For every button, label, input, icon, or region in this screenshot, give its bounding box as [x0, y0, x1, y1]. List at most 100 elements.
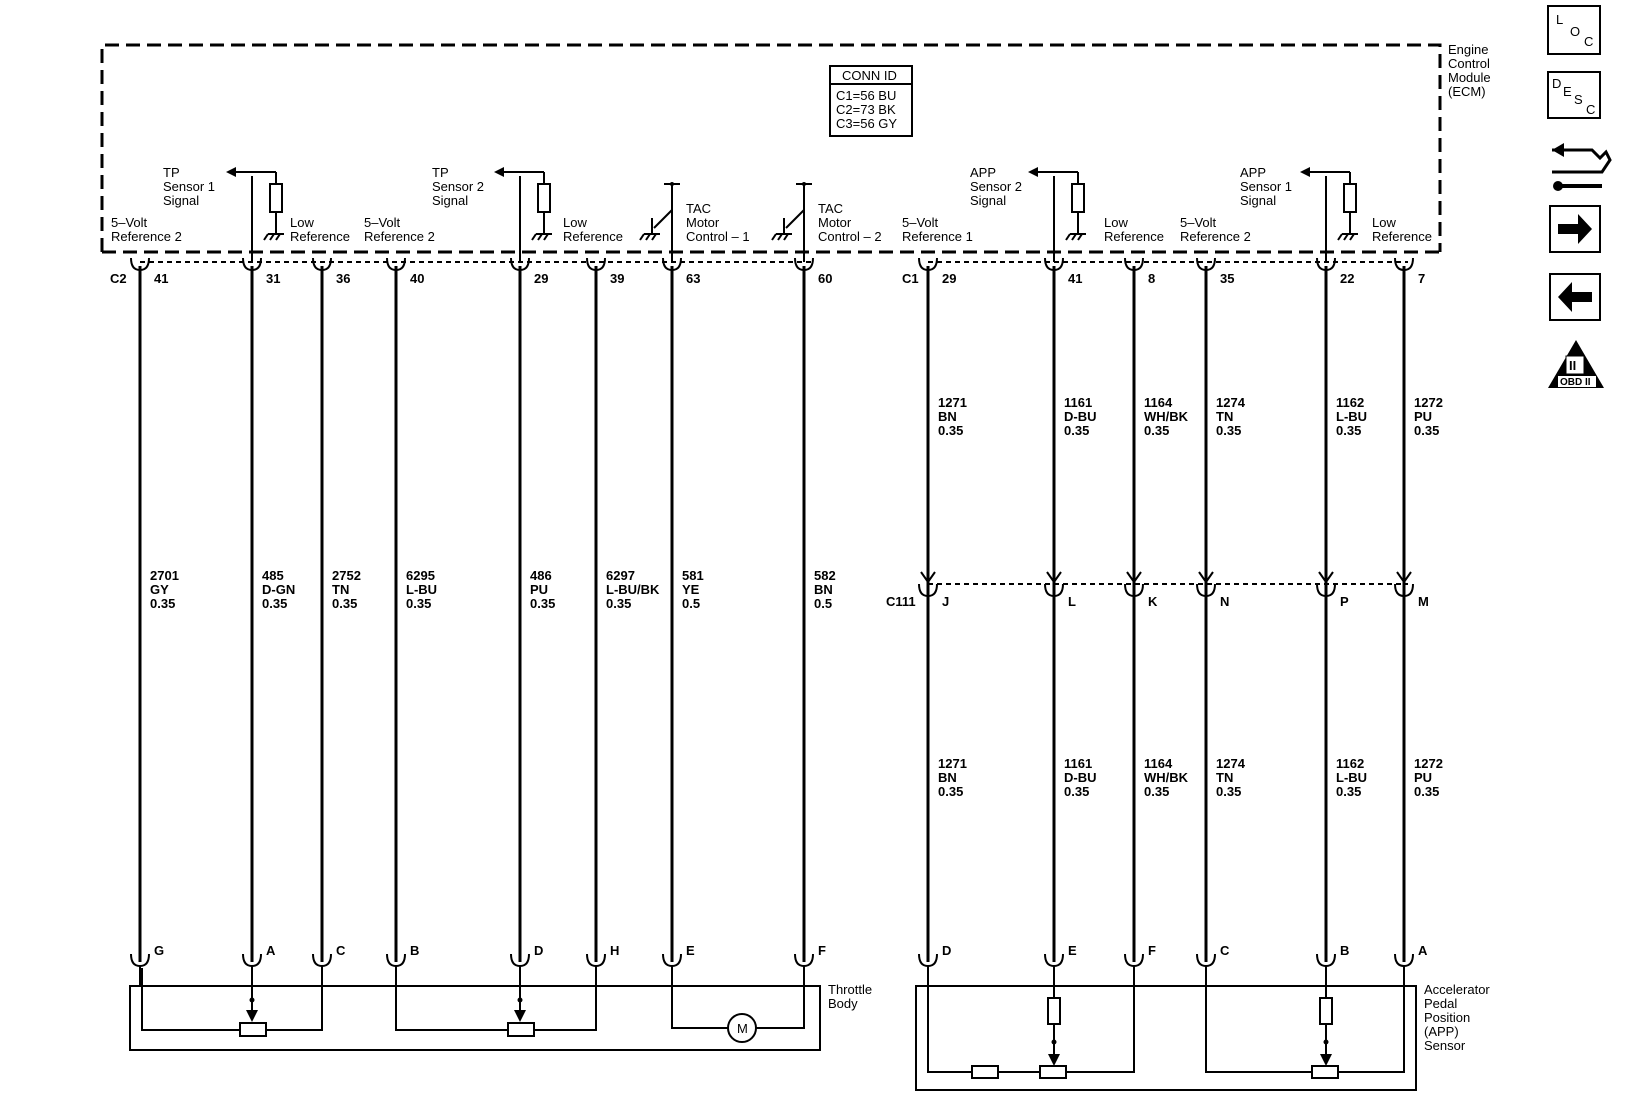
ecm-pin-41: 41: [154, 271, 168, 286]
sig-tp2-3: Signal: [432, 193, 468, 208]
wire-color-lower: PU: [1414, 770, 1432, 785]
inline-terminal-male: [1046, 571, 1062, 584]
sig-app1-2: Sensor 1: [1240, 179, 1292, 194]
component-pin-B: B: [410, 943, 419, 958]
nav-loc-button[interactable]: L O C: [1547, 5, 1601, 55]
ecm-pin-40: 40: [410, 271, 424, 286]
app-sensor: Accelerator Pedal Position (APP) Sensor: [915, 968, 1490, 1091]
wire-gauge-upper: 0.35: [938, 423, 963, 438]
component-pin-D: D: [942, 943, 951, 958]
nav-loc-c: C: [1584, 34, 1593, 49]
wire-gauge-upper: 0.35: [1064, 423, 1089, 438]
ecm-terminal-41: [1044, 257, 1064, 272]
next-arrow-button[interactable]: [1549, 205, 1601, 253]
ecm-terminal-29: [510, 257, 530, 272]
sig-tac2-2: Motor: [818, 215, 852, 230]
obd-ii-button[interactable]: II OBD II: [1548, 340, 1604, 388]
inline-terminal-male: [920, 571, 936, 584]
ecm-pin-41: 41: [1068, 271, 1082, 286]
sig-low-d-1: Low: [1372, 215, 1396, 230]
ecm-pin-63: 63: [686, 271, 700, 286]
wire-number: 486: [530, 568, 552, 583]
inline-terminal-M: [1394, 583, 1414, 598]
sig-tp2-2: Sensor 2: [432, 179, 484, 194]
sig-tac1-2: Motor: [686, 215, 720, 230]
component-pin-H: H: [610, 943, 619, 958]
throttle-body: Throttle Body M: [129, 968, 872, 1051]
ecm-pin-29: 29: [942, 271, 956, 286]
wire-number: 581: [682, 568, 704, 583]
ecm-label-1: Engine: [1448, 42, 1488, 57]
wire-color: D-GN: [262, 582, 295, 597]
wire-gauge-lower: 0.35: [938, 784, 963, 799]
sig-low-b-2: Reference: [563, 229, 623, 244]
ecm-label-3: Module: [1448, 70, 1491, 85]
nav-desc-c: C: [1586, 102, 1595, 117]
wire-color: TN: [332, 582, 349, 597]
sig-tac1-3: Control – 1: [686, 229, 750, 244]
inline-pin-K: K: [1148, 594, 1158, 609]
obd-ii-label: OBD II: [1560, 377, 1591, 388]
inline-terminal-P: [1316, 583, 1336, 598]
inline-terminal-male: [1126, 571, 1142, 584]
wire-gauge-lower: 0.35: [1144, 784, 1169, 799]
ecm-terminal-41: [130, 257, 150, 272]
sig-app1-3: Signal: [1240, 193, 1276, 208]
ecm-terminal-63: [662, 257, 682, 272]
nav-loc-l: L: [1556, 12, 1563, 27]
wire-gauge: 0.35: [150, 596, 175, 611]
sig-app2-2: Sensor 2: [970, 179, 1022, 194]
wire-gauge-upper: 0.35: [1144, 423, 1169, 438]
sig-low-c-2: Reference: [1104, 229, 1164, 244]
wire-number-lower: 1272: [1414, 756, 1443, 771]
ecm-terminal-22: [1316, 257, 1336, 272]
wire-color-lower: L-BU: [1336, 770, 1367, 785]
ecm-terminal-39: [586, 257, 606, 272]
sig-ref5v2-a-1: 5–Volt: [111, 215, 148, 230]
connector-tool-icon[interactable]: [1552, 143, 1612, 191]
wire-color-lower: D-BU: [1064, 770, 1097, 785]
conn-id-line-3: C3=56 GY: [836, 116, 897, 131]
wire-gauge-lower: 0.35: [1336, 784, 1361, 799]
wire-number-upper: 1162: [1336, 395, 1364, 410]
ecm-terminal-7: [1394, 257, 1414, 272]
wire-gauge: 0.35: [406, 596, 431, 611]
component-pin-E: E: [1068, 943, 1077, 958]
inline-connector-id: C111: [886, 594, 916, 609]
left-circuits: 41G2701GY0.3531A485D-GN0.3536C2752TN0.35…: [130, 257, 836, 986]
ecm-pin-22: 22: [1340, 271, 1354, 286]
inline-terminal-male: [1318, 571, 1334, 584]
left-connector-id: C2: [110, 271, 127, 286]
prev-arrow-button[interactable]: [1549, 273, 1601, 321]
wire-number-lower: 1271: [938, 756, 967, 771]
ecm-terminal-36: [312, 257, 332, 272]
app-sensor-label-1: Accelerator: [1424, 982, 1490, 997]
sig-app1-1: APP: [1240, 165, 1266, 180]
wire-number-lower: 1274: [1216, 756, 1246, 771]
wire-number-upper: 1271: [938, 395, 967, 410]
wire-color-upper: D-BU: [1064, 409, 1097, 424]
sig-tac2-1: TAC: [818, 201, 843, 216]
app-sensor-label-3: Position: [1424, 1010, 1470, 1025]
left-arrow-icon: [1558, 282, 1592, 312]
wire-number: 2752: [332, 568, 361, 583]
app-sensor-label-5: Sensor: [1424, 1038, 1466, 1053]
motor-label: M: [737, 1021, 748, 1036]
wire-gauge: 0.35: [606, 596, 631, 611]
obd-ii-mark: II: [1569, 358, 1576, 373]
wire-color: PU: [530, 582, 548, 597]
nav-desc-button[interactable]: D E S C: [1547, 71, 1601, 119]
motor-icon: [727, 1013, 757, 1043]
ecm-pin-31: 31: [266, 271, 280, 286]
inline-pin-M: M: [1418, 594, 1429, 609]
wire-number-upper: 1164: [1144, 395, 1173, 410]
app-sensor-label-2: Pedal: [1424, 996, 1457, 1011]
component-pin-F: F: [818, 943, 826, 958]
component-pin-E: E: [686, 943, 695, 958]
wire-gauge-upper: 0.35: [1336, 423, 1361, 438]
component-pin-G: G: [154, 943, 164, 958]
sig-ref5v2-d-2: Reference 2: [1180, 229, 1251, 244]
wire-gauge-upper: 0.35: [1216, 423, 1241, 438]
wire-gauge: 0.35: [530, 596, 555, 611]
ecm-terminal-29: [918, 257, 938, 272]
